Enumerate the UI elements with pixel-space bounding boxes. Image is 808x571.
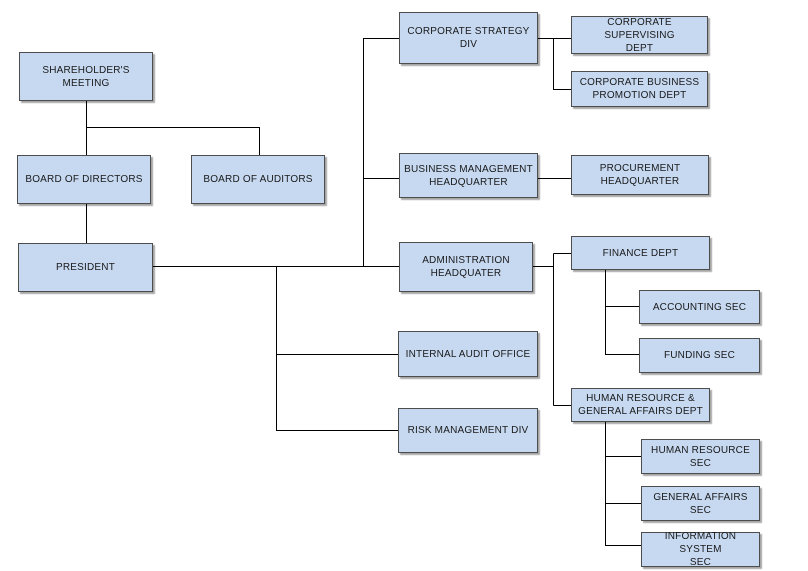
board-of-directors-box: BOARD OF DIRECTORS (17, 155, 151, 204)
risk-management-div-box: RISK MANAGEMENT DIV (398, 408, 538, 453)
connector-shareholders-boards (86, 101, 260, 155)
finance-dept-box: FINANCE DEPT (571, 236, 710, 270)
accounting-sec-box: ACCOUNTING SEC (639, 290, 760, 324)
general-affairs-sec-box: GENERAL AFFAIRS SEC (641, 486, 760, 521)
board-of-auditors-box: BOARD OF AUDITORS (191, 155, 325, 204)
corporate-business-promotion-dept-box: CORPORATE BUSINESS PROMOTION DEPT (571, 71, 708, 107)
internal-audit-office-box: INTERNAL AUDIT OFFICE (398, 331, 538, 377)
corporate-strategy-div-box: CORPORATE STRATEGY DIV (399, 12, 538, 64)
human-resource-sec-box: HUMAN RESOURCE SEC (641, 439, 760, 474)
connector-upper-trunk (363, 38, 399, 267)
connector-lower-trunk (276, 266, 399, 431)
hr-general-affairs-dept-box: HUMAN RESOURCE & GENERAL AFFAIRS DEPT (571, 388, 710, 422)
business-management-hq-box: BUSINESS MANAGEMENT HEADQUARTER (399, 153, 538, 198)
information-system-sec-box: INFORMATION SYSTEM SEC (641, 531, 760, 568)
corporate-supervising-dept-box: CORPORATE SUPERVISING DEPT (571, 16, 708, 54)
connector-hr-secs (605, 422, 641, 546)
procurement-hq-box: PROCUREMENT HEADQUARTER (571, 155, 709, 195)
shareholders-meeting-box: SHAREHOLDER'S MEETING (19, 52, 153, 101)
connector-admin-depts (533, 253, 571, 406)
funding-sec-box: FUNDING SEC (639, 338, 760, 373)
connector-strategy-depts (538, 38, 571, 90)
administration-hq-box: ADMINISTRATION HEADQUATER (399, 242, 533, 292)
president-box: PRESIDENT (18, 243, 153, 292)
connector-finance-secs (605, 270, 639, 355)
